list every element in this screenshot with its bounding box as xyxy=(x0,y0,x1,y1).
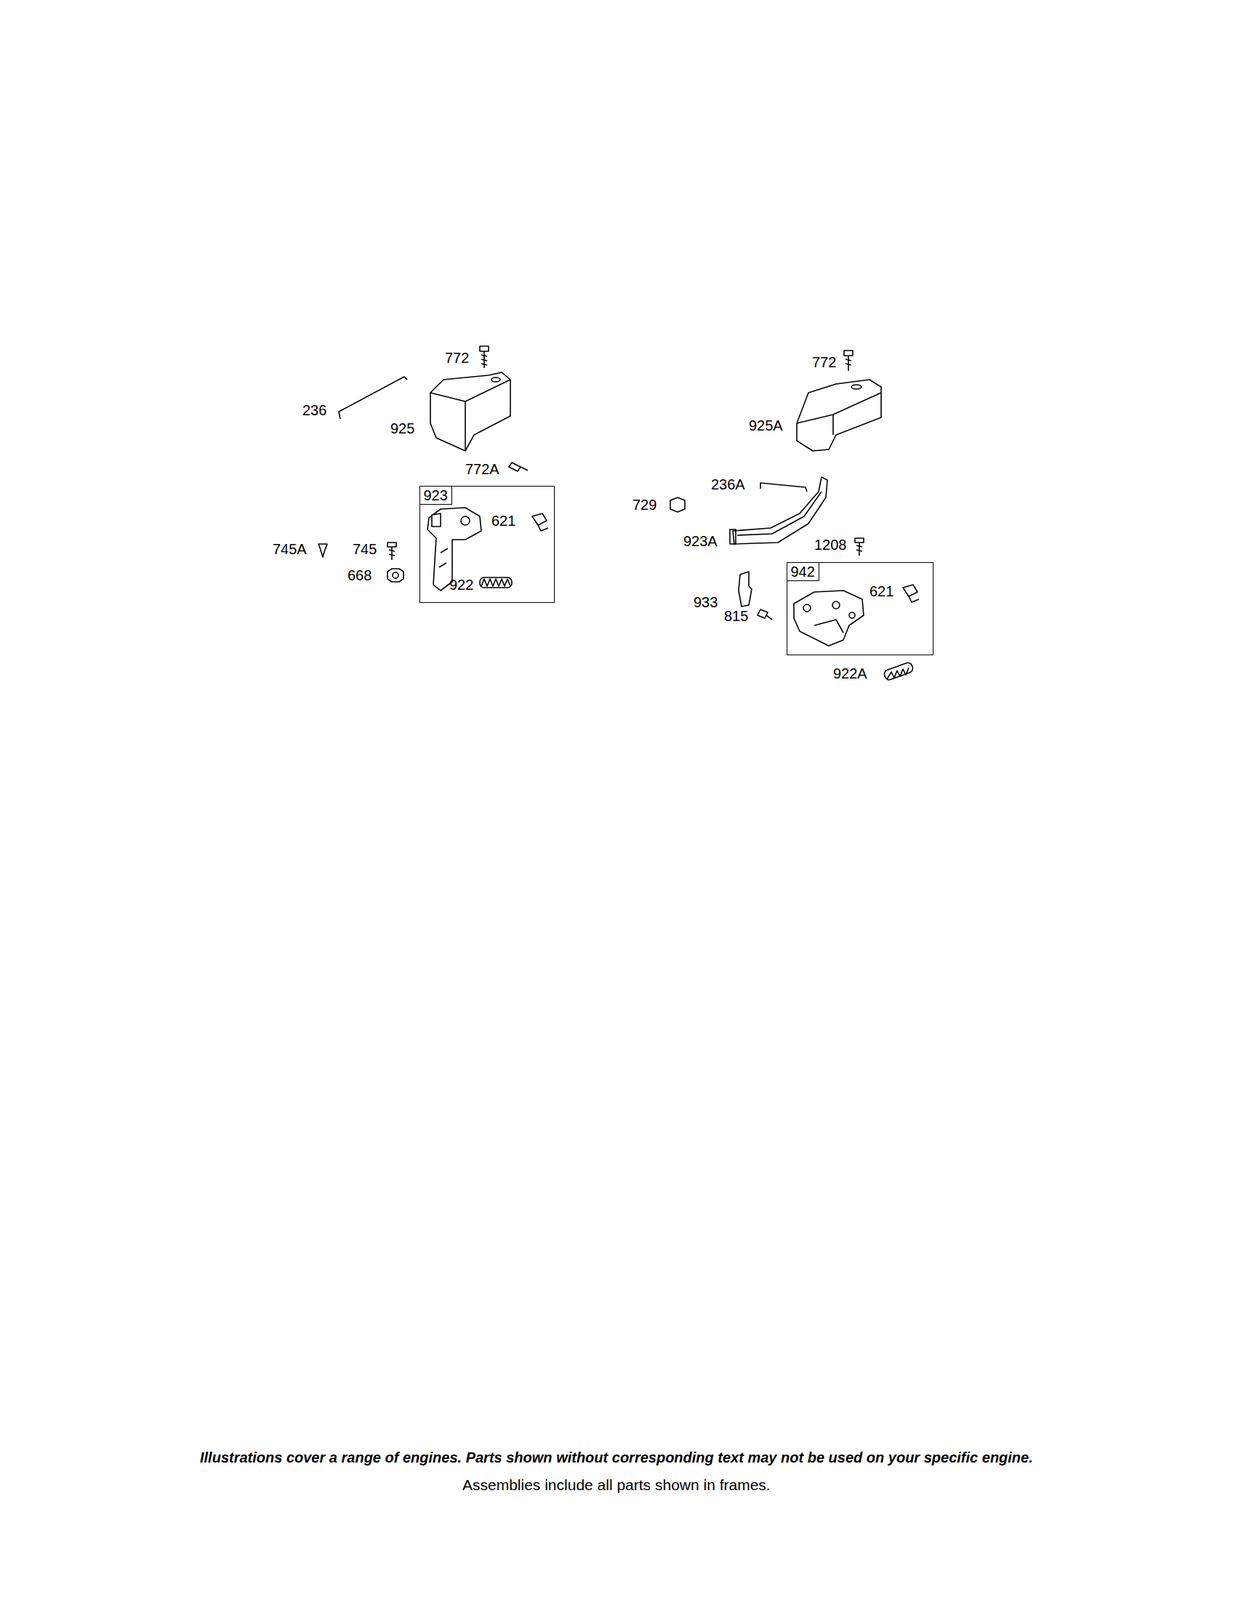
callout-number: 815 xyxy=(724,607,749,624)
callout-number: 236A xyxy=(711,476,746,493)
footer-note: Illustrations cover a range of engines. … xyxy=(199,1448,1034,1465)
assembly-number: 923 xyxy=(419,485,453,505)
callout-number: 772A xyxy=(465,460,500,477)
callout-number: 772 xyxy=(444,349,469,366)
callout-number: 668 xyxy=(347,567,372,584)
footer-note: Assemblies include all parts shown in fr… xyxy=(462,1476,771,1493)
callout-number: 922A xyxy=(833,665,868,682)
callout-number: 729 xyxy=(632,496,657,513)
callout-number: 772 xyxy=(812,354,837,371)
callout-number: 745 xyxy=(352,540,377,557)
assembly-number: 942 xyxy=(786,561,820,581)
assembly-frame: 942 621 xyxy=(786,561,934,656)
callout-number: 923A xyxy=(683,532,718,549)
callout-number: 745A xyxy=(272,540,307,557)
callout-number: 925 xyxy=(390,420,415,437)
assembly-frame: 923 621 922 xyxy=(419,485,555,603)
callout-number: 621 xyxy=(869,583,894,600)
callout-number: 236 xyxy=(302,402,327,419)
callout-number: 621 xyxy=(491,512,516,529)
callout-number: 933 xyxy=(693,593,718,610)
callout-number: 925A xyxy=(748,417,783,434)
callout-number: 1208 xyxy=(814,536,847,553)
callout-number: 922 xyxy=(449,576,474,593)
